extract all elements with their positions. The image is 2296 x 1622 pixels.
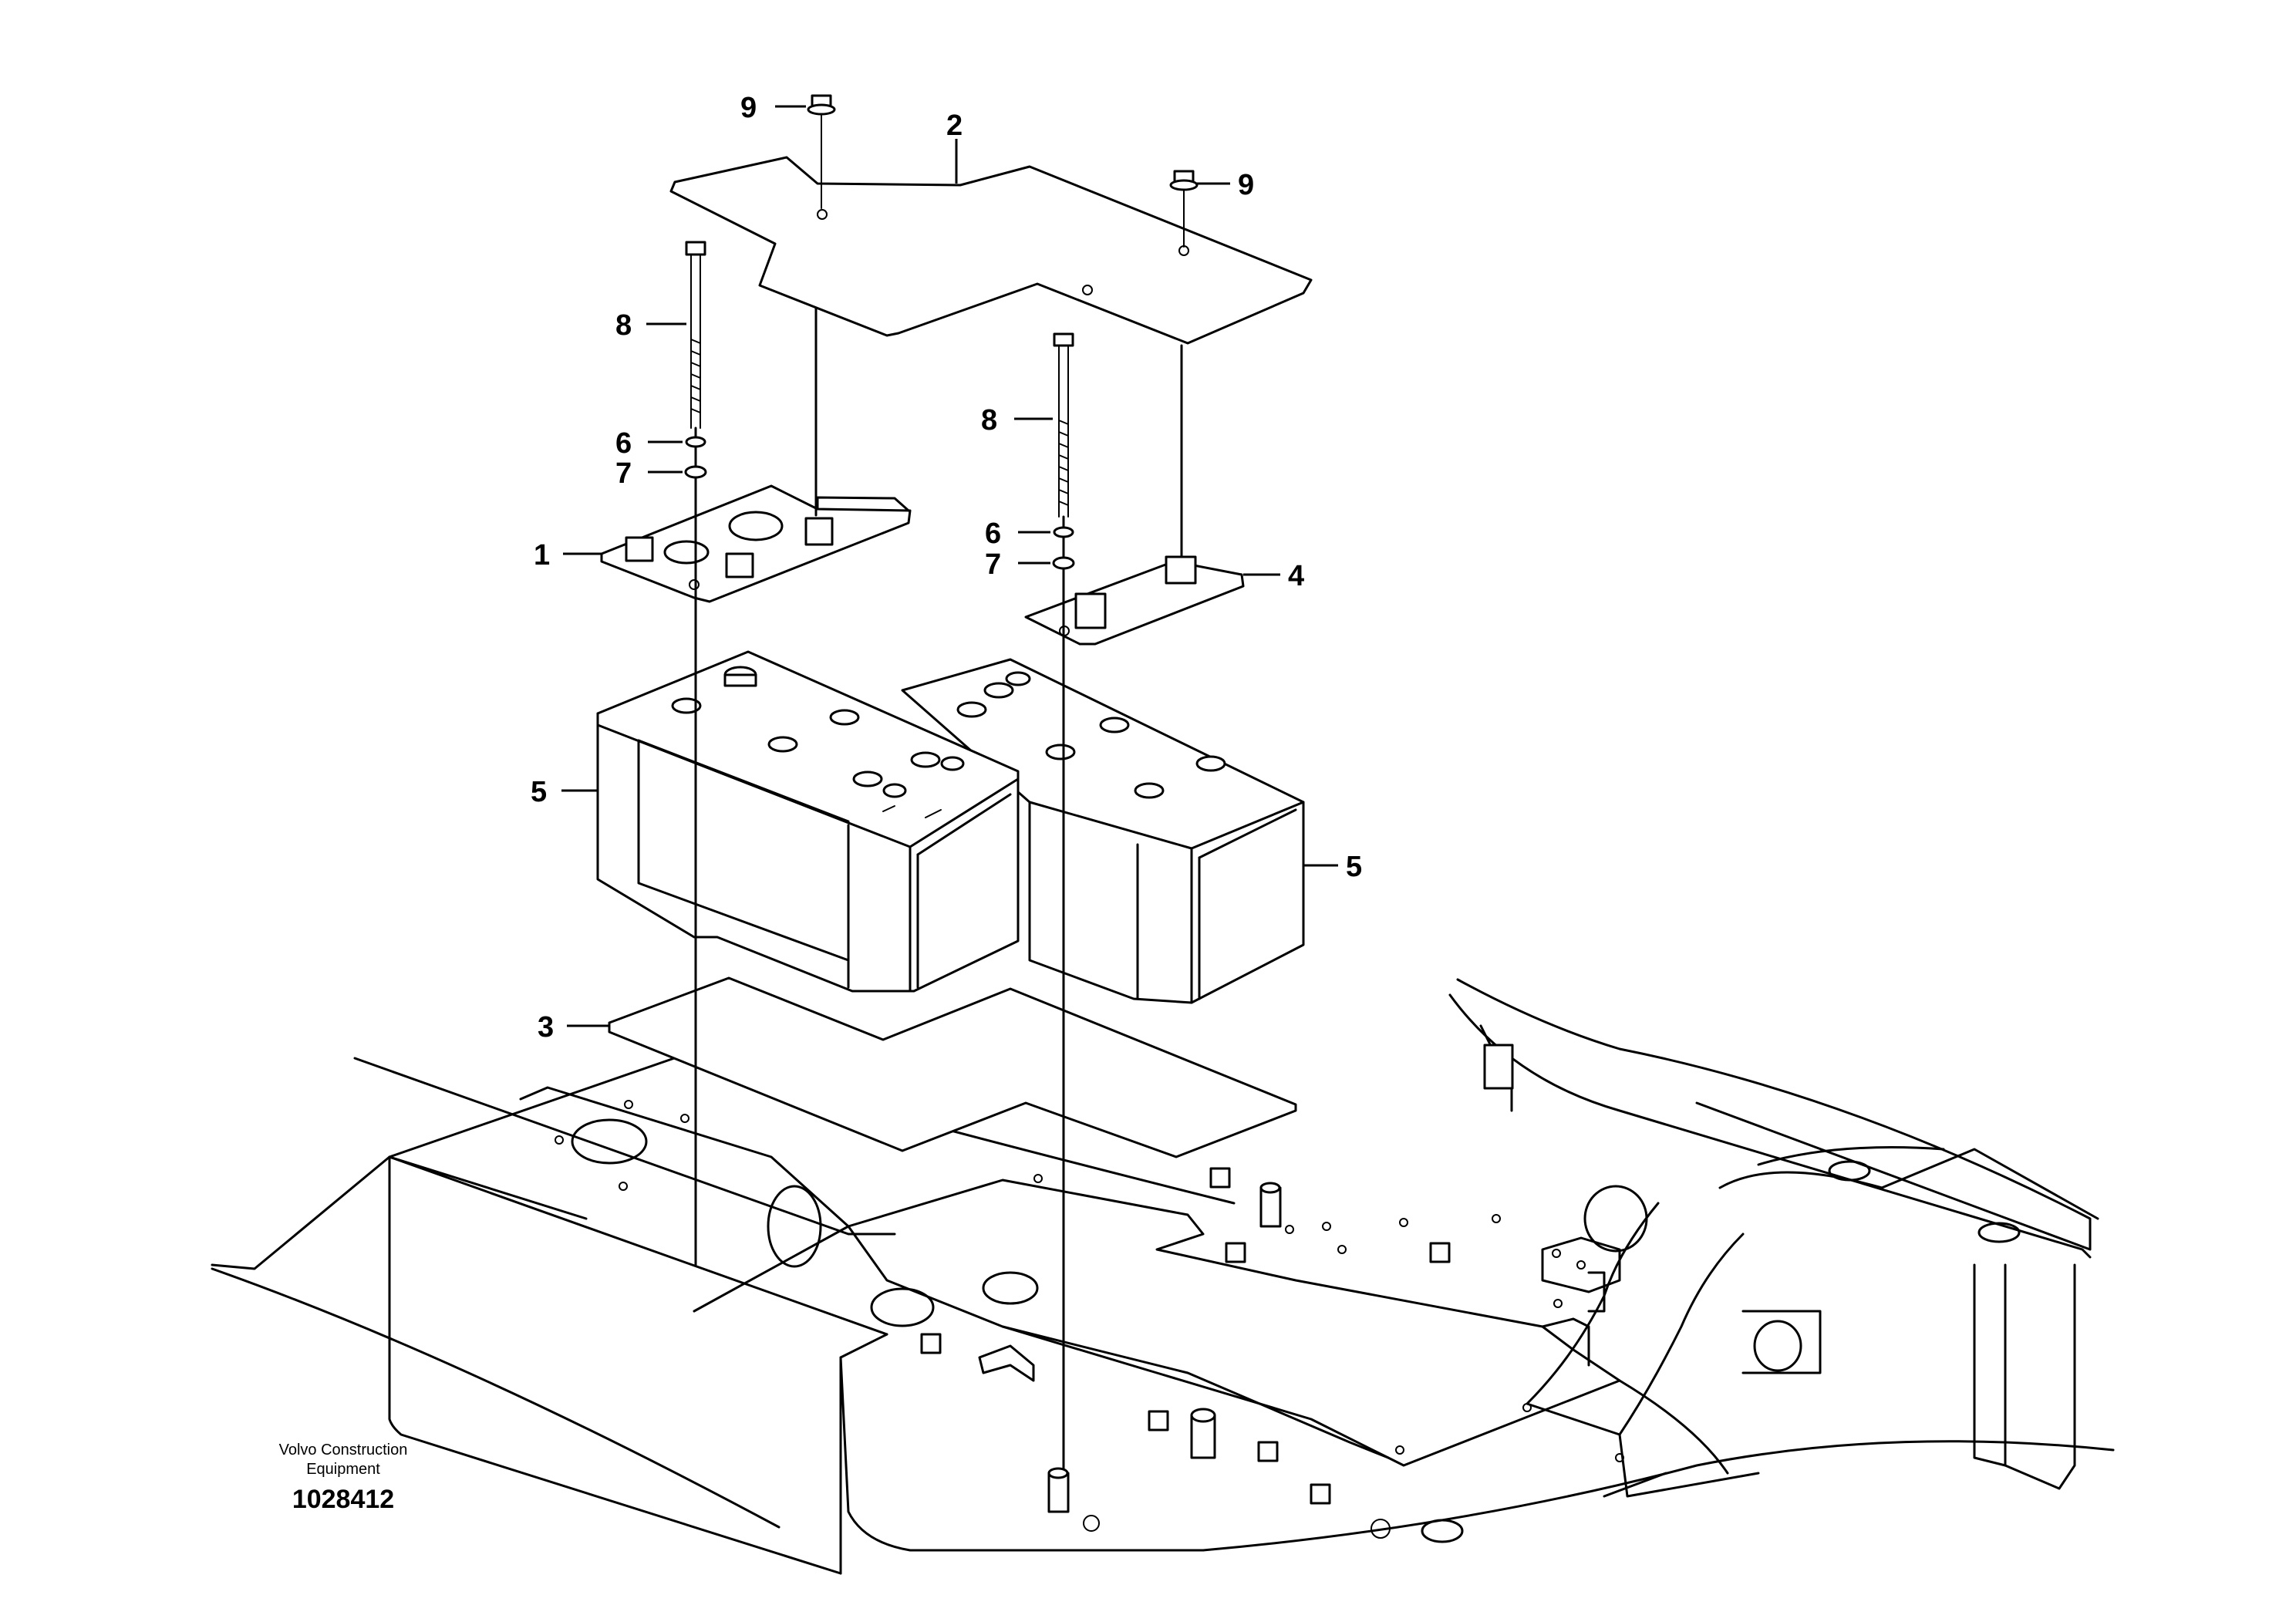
manufacturer-caption: Volvo Construction Equipment xyxy=(231,1441,455,1479)
studs xyxy=(920,1167,1464,1543)
callout-4: 4 xyxy=(1288,560,1304,592)
callout-1: 1 xyxy=(534,539,550,572)
battery-left xyxy=(596,650,1020,993)
washer-left-6 xyxy=(685,436,706,448)
callout-2: 2 xyxy=(946,110,963,142)
callout-6-right: 6 xyxy=(985,518,1001,550)
machine-frame xyxy=(211,978,2115,1575)
cover-plate xyxy=(669,156,1313,345)
battery-bracket-right xyxy=(1024,555,1245,646)
callout-5-left: 5 xyxy=(531,776,547,808)
bolt-left-9 xyxy=(807,94,836,209)
callouts: 9 2 9 8 8 6 7 6 7 1 4 5 5 3 xyxy=(531,92,1362,1044)
callout-8-right: 8 xyxy=(981,404,997,437)
drawing-number: 1028412 xyxy=(292,1485,395,1514)
callout-9-left: 9 xyxy=(740,92,757,124)
battery-bracket-left xyxy=(600,484,912,603)
callout-5-right: 5 xyxy=(1346,851,1362,883)
washer-right-6 xyxy=(1053,526,1074,538)
callout-8-left: 8 xyxy=(615,309,632,342)
callout-7-left: 7 xyxy=(615,457,632,490)
washer-left-7 xyxy=(684,465,707,479)
bolt-right-9 xyxy=(1169,170,1199,248)
manufacturer-line-1: Volvo Construction xyxy=(278,1442,408,1458)
callout-9-right: 9 xyxy=(1238,169,1254,201)
battery-mat xyxy=(608,976,1297,1158)
manufacturer-line-2: Equipment xyxy=(306,1461,380,1478)
washer-right-7 xyxy=(1052,556,1075,570)
hold-down-rod-right xyxy=(1053,332,1074,1471)
callout-7-right: 7 xyxy=(985,548,1001,581)
callout-3: 3 xyxy=(538,1011,554,1044)
callout-6-left: 6 xyxy=(615,427,632,460)
hold-down-rod-left xyxy=(685,241,706,1266)
battery-right xyxy=(901,658,1305,1004)
